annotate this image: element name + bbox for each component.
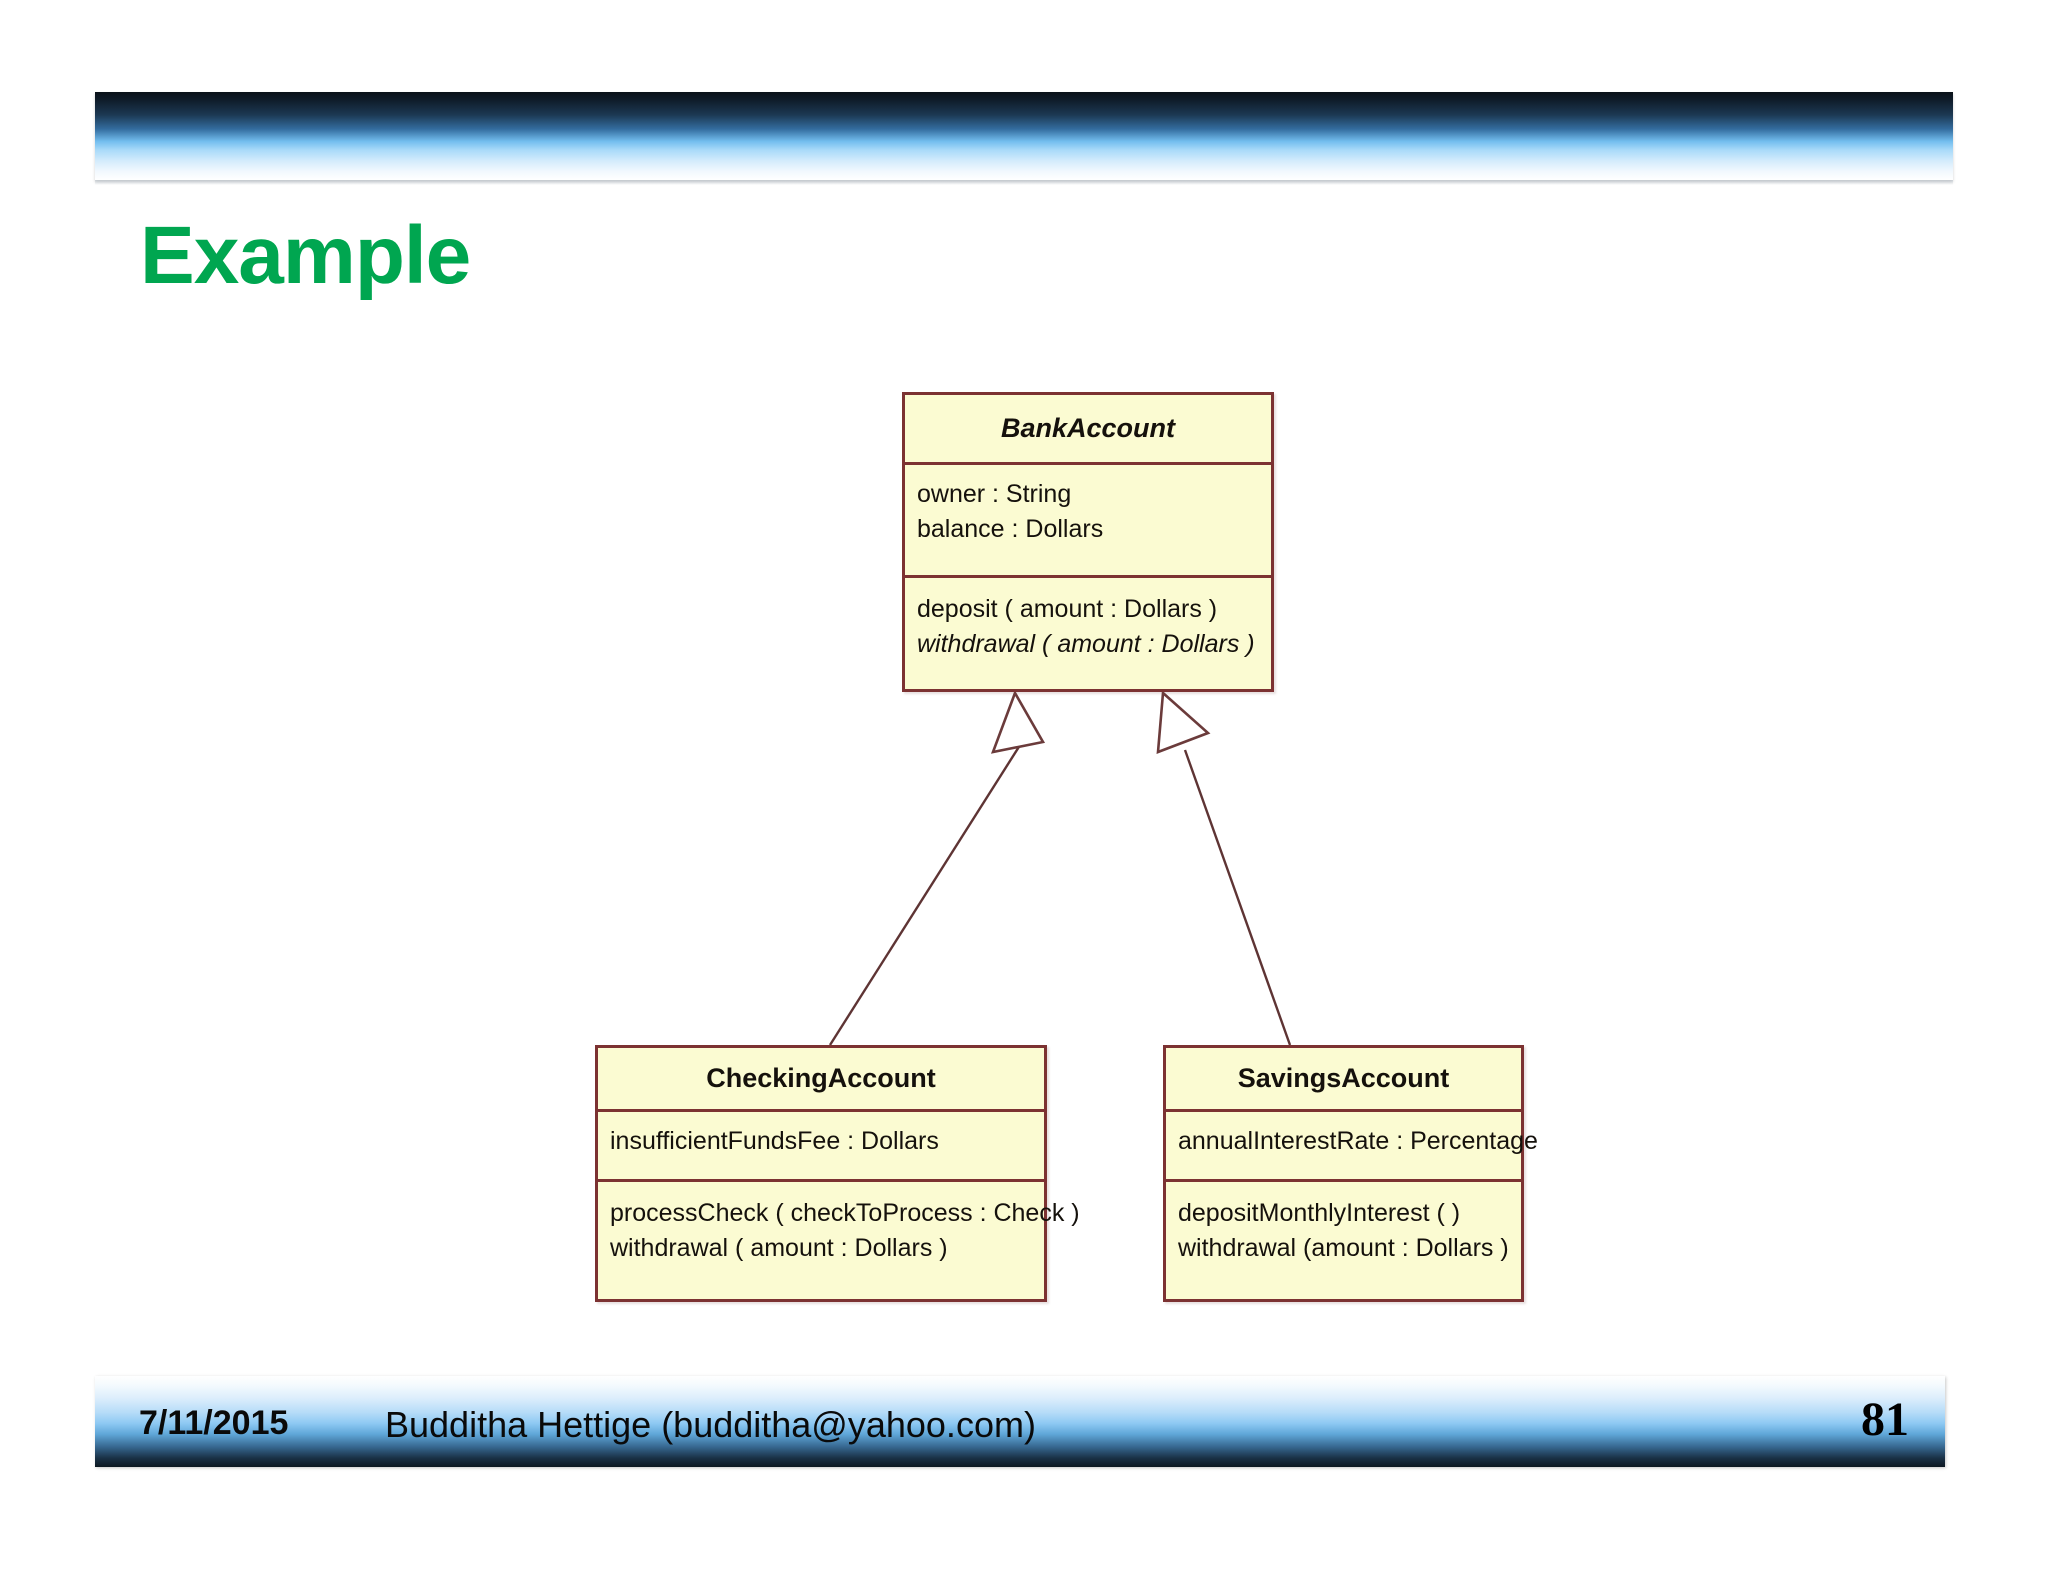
header-bar-shadow xyxy=(95,180,1953,185)
uml-operation: deposit ( amount : Dollars ) xyxy=(917,595,1218,623)
generalization-arrowhead-savings xyxy=(1156,690,1211,754)
uml-class-name-bankaccount: BankAccount xyxy=(905,395,1271,465)
uml-class-checkingaccount[interactable]: CheckingAccount insufficientFundsFee : D… xyxy=(595,1045,1080,1302)
uml-operations-bankaccount: deposit ( amount : Dollars ) withdrawal … xyxy=(905,578,1271,673)
header-decoration-bar xyxy=(95,92,1953,180)
uml-attributes-savingsaccount: annualInterestRate : Percentage xyxy=(1166,1112,1538,1182)
uml-class-name-checkingaccount: CheckingAccount xyxy=(598,1048,1044,1112)
uml-attribute: insufficientFundsFee : Dollars xyxy=(610,1127,939,1155)
uml-class-name-savingsaccount: SavingsAccount xyxy=(1166,1048,1521,1112)
uml-attribute: owner : String xyxy=(917,480,1072,508)
uml-operation: withdrawal (amount : Dollars ) xyxy=(1178,1233,1509,1262)
uml-attribute: annualInterestRate : Percentage xyxy=(1178,1127,1538,1155)
uml-operation: depositMonthlyInterest ( ) xyxy=(1178,1199,1461,1227)
page-title: Example xyxy=(140,210,471,301)
generalization-line-checking xyxy=(828,741,1024,1046)
footer-author: Budditha Hettige (budditha@yahoo.com) xyxy=(385,1404,1036,1445)
uml-attributes-bankaccount: owner : String balance : Dollars xyxy=(905,465,1271,578)
generalization-arrowhead-checking xyxy=(990,689,1046,754)
uml-operation: processCheck ( checkToProcess : Check ) xyxy=(610,1199,1080,1227)
uml-operations-savingsaccount: depositMonthlyInterest ( ) withdrawal (a… xyxy=(1166,1182,1521,1277)
footer-date: 7/11/2015 xyxy=(139,1404,289,1442)
generalization-line-savings xyxy=(1183,749,1292,1046)
uml-attributes-checkingaccount: insufficientFundsFee : Dollars xyxy=(598,1112,1044,1182)
uml-operation: withdrawal ( amount : Dollars ) xyxy=(917,629,1255,658)
uml-operation: withdrawal ( amount : Dollars ) xyxy=(610,1233,948,1262)
uml-operations-checkingaccount: processCheck ( checkToProcess : Check ) … xyxy=(598,1182,1080,1277)
page-number: 81 xyxy=(1861,1393,1909,1446)
uml-class-bankaccount[interactable]: BankAccount owner : String balance : Dol… xyxy=(902,392,1274,692)
footer-decoration-bar xyxy=(95,1376,1945,1467)
uml-attribute: balance : Dollars xyxy=(917,514,1104,543)
uml-class-savingsaccount[interactable]: SavingsAccount annualInterestRate : Perc… xyxy=(1163,1045,1538,1302)
